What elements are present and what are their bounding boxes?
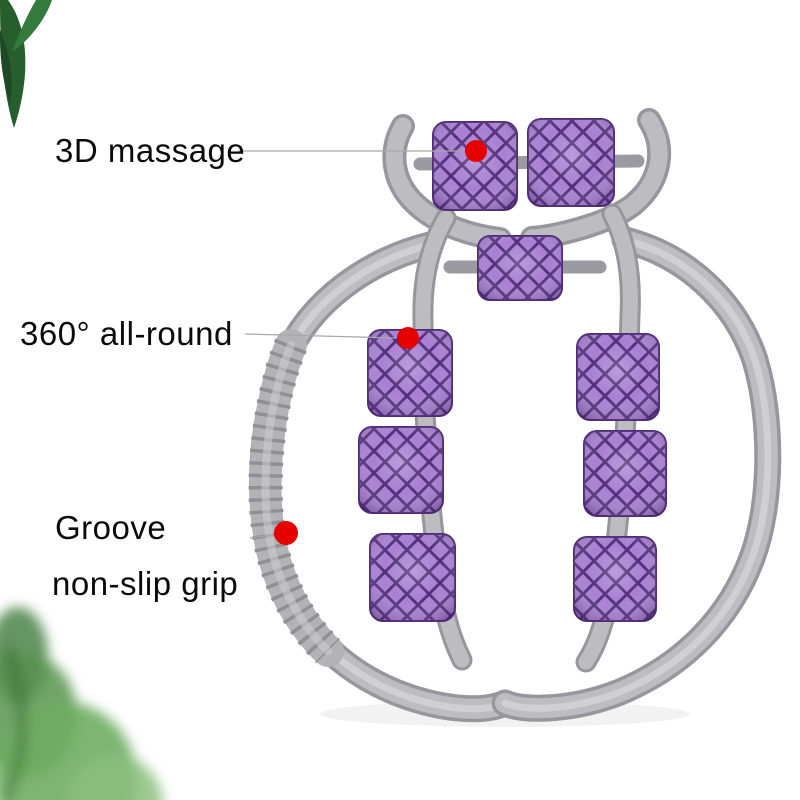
roller-left-3 [369, 533, 456, 622]
roller-frame [248, 108, 782, 723]
roller-top-left [432, 121, 518, 211]
annotation-360-all-round: 360° all-round [20, 315, 233, 352]
frame-right-loop [491, 226, 782, 722]
roller-right-2 [583, 430, 667, 517]
marker-dot-grip [274, 521, 298, 545]
callout-markers [274, 140, 487, 545]
callout-line-allround [244, 333, 397, 339]
annotation-3d-massage: 3D massage [55, 132, 246, 169]
marker-dot-allround [397, 327, 419, 349]
roller-left-2 [358, 426, 444, 514]
grip-sleeve [248, 329, 344, 667]
annotation-groove: Groove [55, 509, 167, 546]
spiked-rollers [358, 118, 667, 622]
roller-middle [477, 235, 563, 301]
callout-lines [238, 150, 464, 539]
plant-top-left [0, 0, 52, 128]
marker-dot-massage [465, 140, 487, 162]
callout-line-grip [249, 534, 274, 539]
plant-bottom-left [0, 607, 163, 800]
annotation-non-slip-grip: non-slip grip [52, 565, 239, 602]
roller-top-right [527, 118, 615, 207]
roller-right-1 [576, 333, 660, 421]
roller-right-3 [573, 536, 657, 622]
